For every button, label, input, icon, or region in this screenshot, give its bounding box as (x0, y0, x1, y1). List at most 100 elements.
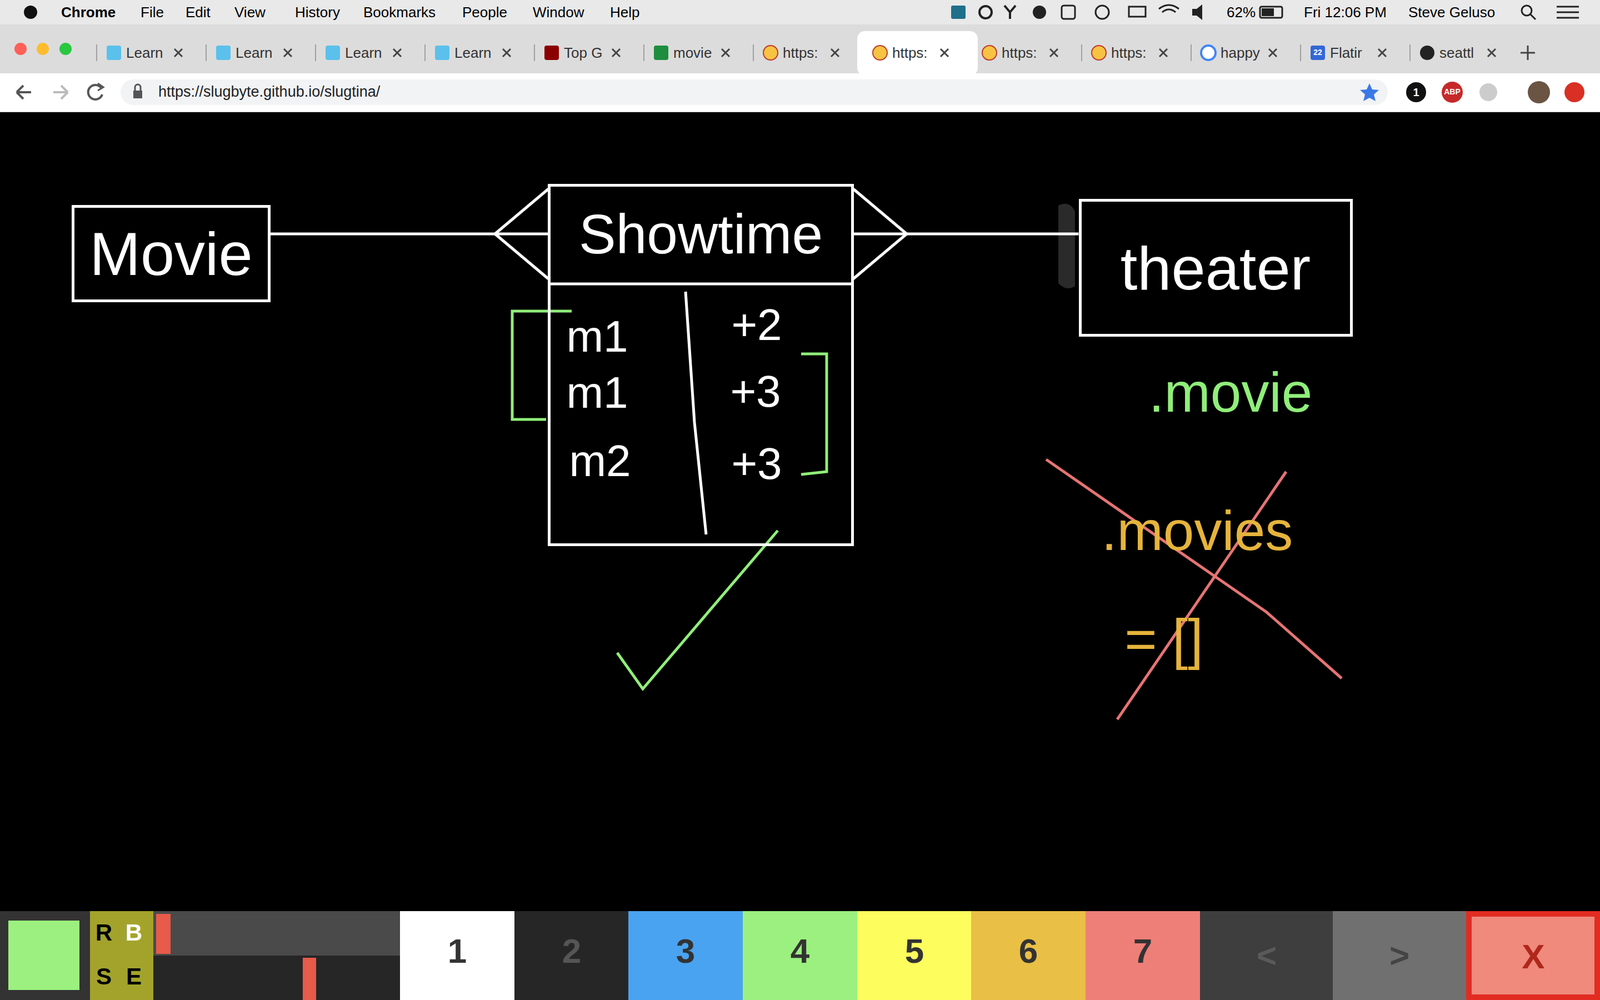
tab-close-icon (174, 48, 183, 57)
theater-smudge (1058, 203, 1075, 289)
entity-box: Showtime (547, 183, 854, 547)
tab-title: movie (673, 45, 712, 62)
tab-title: Learn (235, 45, 273, 62)
window-button (14, 42, 27, 55)
menu-item: Edit (185, 4, 211, 21)
status-text: 62% (1226, 4, 1256, 21)
tab-title: seattl (1439, 45, 1474, 62)
table-cell: m2 (568, 436, 631, 486)
apple-logo (23, 5, 38, 19)
note-text: .movies (1101, 500, 1294, 562)
crows-foot (495, 189, 548, 279)
color-number: 2 (562, 932, 582, 970)
tool-label: B (125, 920, 143, 946)
table-header-line (547, 282, 854, 286)
entity-box: theater (1078, 198, 1353, 337)
table-cell: m1 (566, 312, 628, 362)
crows-foot (853, 189, 907, 279)
tab-title: happy (1220, 45, 1260, 62)
entity-name: theater (1120, 234, 1311, 302)
tab-title: https: (1111, 45, 1147, 62)
table-cell: +3 (730, 367, 781, 417)
tab-close-icon (1268, 48, 1277, 57)
menu-item: File (140, 4, 164, 21)
favicon (653, 45, 669, 60)
battery-icon (1261, 8, 1274, 17)
tab-separator (96, 44, 98, 62)
new-tab-icon (1520, 45, 1535, 60)
menu-icon (1061, 5, 1075, 19)
color-number: 3 (676, 932, 695, 970)
battery-icon (1260, 6, 1283, 18)
color-number: 7 (1133, 932, 1153, 970)
table-cell: +2 (731, 300, 782, 350)
volume-icon (1192, 4, 1203, 20)
tool-label: R (95, 920, 113, 946)
color-number: 4 (790, 932, 810, 970)
slider-bottom (153, 955, 400, 1000)
close-label: X (1521, 937, 1545, 976)
status-text: Fri 12:06 PM (1303, 4, 1387, 21)
slider-marker (302, 957, 317, 1000)
lock-icon (135, 84, 141, 91)
color-number: 1 (447, 932, 467, 970)
extension-icon (1479, 83, 1498, 102)
table-cell: m1 (566, 368, 628, 418)
tab-separator (1081, 44, 1083, 62)
tab-close-icon (612, 48, 620, 57)
favicon (1420, 45, 1435, 60)
tab-separator (533, 44, 535, 62)
wifi-icon (1158, 5, 1179, 13)
favicon (325, 45, 340, 60)
tab-close-icon (831, 48, 839, 57)
favicon (544, 45, 559, 60)
search-icon (1521, 5, 1532, 16)
back-icon (16, 85, 32, 99)
favicon (106, 45, 122, 60)
tab-title: Learn (126, 45, 164, 62)
color-number: 5 (905, 932, 924, 970)
tab-separator (752, 44, 754, 62)
relationship-stroke (853, 232, 1079, 236)
menu-item: View (234, 4, 266, 21)
table-cell: +3 (731, 439, 782, 489)
note-text: .movie (1148, 361, 1313, 423)
tab-separator (643, 44, 645, 62)
url-text: https://slugbyte.github.io/slugtina/ (158, 83, 380, 101)
green-bracket (801, 353, 827, 475)
menu-item: History (295, 4, 340, 21)
active-tab (857, 31, 978, 76)
slider-marker (156, 913, 171, 954)
tab-close-icon (1159, 48, 1168, 57)
tab-title: Learn (454, 45, 492, 62)
favicon (763, 45, 778, 60)
entity-name: Movie (89, 220, 253, 288)
tab-title: Learn (345, 45, 383, 62)
table-column-line (685, 291, 707, 535)
favicon (982, 45, 997, 60)
favicon (435, 45, 450, 60)
extension-badge: ABP (1443, 87, 1461, 97)
tab-title: https: (782, 45, 819, 62)
menu-item: Bookmarks (363, 4, 436, 21)
extension-icon (1441, 81, 1463, 103)
tab-separator (315, 44, 317, 62)
check-mark (617, 530, 778, 689)
favicon (1091, 45, 1107, 60)
relationship-line (270, 189, 548, 279)
tool-label: S (96, 963, 112, 990)
tab-title: Top G (563, 45, 603, 62)
entity-box: Movie (71, 205, 271, 303)
tab-close-icon (502, 48, 511, 57)
extension-icon (1406, 82, 1427, 103)
tab-title: Flatir (1330, 45, 1363, 62)
tab-close-icon (283, 48, 292, 57)
tab-separator (424, 44, 426, 62)
extension-badge: 1 (1412, 86, 1419, 99)
tab-separator (1300, 44, 1302, 62)
window-button (36, 42, 49, 55)
nav-label: < (1256, 936, 1277, 975)
tab-title: https: (1001, 45, 1038, 62)
